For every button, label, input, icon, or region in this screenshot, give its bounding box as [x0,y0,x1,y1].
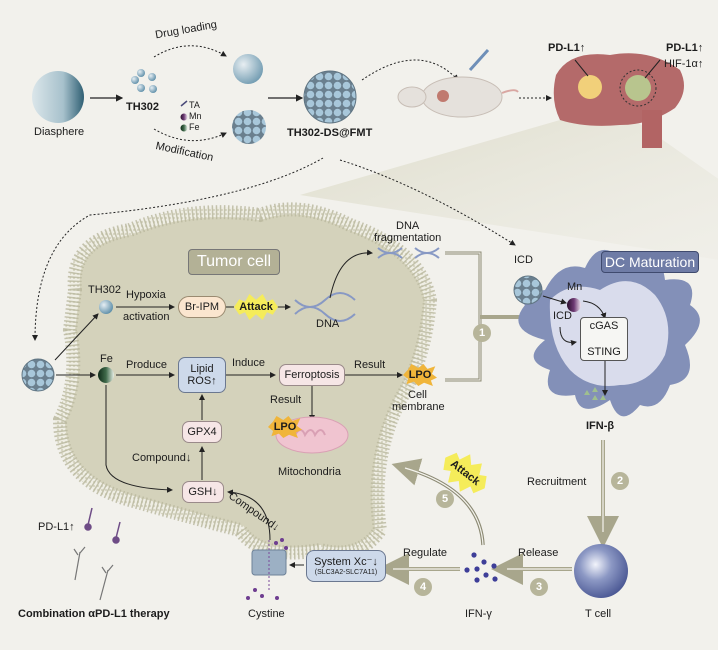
fe-label: Fe [100,353,113,365]
result-label-2: Result [270,394,302,406]
mitochondria-label: Mitochondria [278,466,341,478]
cell-membrane-line2: membrane [392,401,445,413]
mn-icon [180,113,188,121]
cgas-label: cGAS [589,320,619,332]
result-label-1: Result [354,359,386,371]
tumor-nodule-right [625,75,651,101]
lpo-burst-membrane: LPO [403,364,437,386]
projection-beam [300,110,718,260]
mouse-illustration [397,48,519,118]
th302-ds-fmt-particle [303,70,357,124]
nanoparticle-entry [21,358,55,392]
icd-label-2: ICD [553,310,572,322]
dc-maturation-title: DC Maturation [601,251,699,273]
pdl1-receptors [84,507,121,544]
th302-cell-label: TH302 [88,284,122,296]
antibody-icons [73,546,114,601]
dna-fragments [377,247,440,259]
th302-label: TH302 [126,101,160,113]
dna-fragmentation-line1: DNA [396,220,420,232]
liver-pdl1-right: PD-L1↑ [666,42,704,54]
legend-fe: Fe [189,122,200,132]
gsh-node: GSH↓ [182,481,224,503]
ta-icon [180,100,188,107]
regulate-label: Regulate [403,547,448,559]
step-1-marker: 1 [473,324,491,342]
gpx4-node: GPX4 [182,421,222,443]
cystine-label: Cystine [248,608,285,620]
modified-framework [232,110,266,144]
legend-ta: TA [189,100,200,110]
cell-membrane-line1: Cell [408,389,427,401]
slc-label: (SLC3A2-SLC7A11) [314,568,378,576]
activation-label: activation [123,311,170,323]
sting-label: STING [587,346,621,358]
tumor-nodule-left [578,75,602,99]
pdl1-membrane-label: PD-L1↑ [38,521,75,533]
tumor-cell-title: Tumor cell [188,249,280,275]
release-label: Release [518,547,559,559]
t-cell-label: T cell [585,608,612,620]
loaded-hemisphere [233,54,263,84]
dna-label: DNA [316,318,340,330]
ferroptosis-node: Ferroptosis [279,364,345,386]
compound-label-1: Compound↓ [132,452,192,464]
product-label: TH302-DS@FMT [287,127,373,139]
step-4-marker: 4 [414,578,432,596]
th302-particle [99,300,113,314]
legend-mn: Mn [189,111,202,121]
fe-icon [180,124,188,132]
th302-molecules [131,69,157,93]
ifn-gamma-label: IFN-γ [465,608,492,620]
recruitment-label: Recruitment [527,476,587,488]
br-ipm-node: Br-IPM [178,296,226,318]
step-5-marker: 5 [436,490,454,508]
ifn-gamma-molecules [464,552,498,583]
ifn-beta-label: IFN-β [586,420,615,432]
mn-particle [567,298,581,312]
hypoxia-label: Hypoxia [126,289,166,301]
liver-hif1a: HIF-1α↑ [664,58,704,70]
induce-label: Induce [232,357,266,369]
dna-fragmentation-line2: fragmentation [374,232,442,244]
diasphere-label: Diasphere [34,126,85,138]
liver-illustration [553,53,684,148]
diasphere-sphere [32,71,84,123]
mn-label: Mn [567,281,583,293]
icd-label-1: ICD [514,254,533,266]
fe-particle [98,367,114,383]
step-3-marker: 3 [530,578,548,596]
icd-particle [513,275,543,305]
t-cell [574,544,628,598]
dna-helix [294,292,356,322]
system-xc-label: System Xc⁻↓ [314,555,378,568]
system-xc-node: System Xc⁻↓ (SLC3A2-SLC7A11) [306,550,386,582]
step-2-marker: 2 [611,472,629,490]
cgas-sting-box: cGAS STING [580,317,628,361]
produce-label: Produce [126,359,167,371]
liver-pdl1-left: PD-L1↑ [548,42,586,54]
lpo-burst-mitochondria: LPO [268,416,302,438]
ifn-beta-molecules [584,387,606,400]
cystine-molecules [246,538,288,600]
combination-therapy-label: Combination αPD-L1 therapy [18,608,170,620]
